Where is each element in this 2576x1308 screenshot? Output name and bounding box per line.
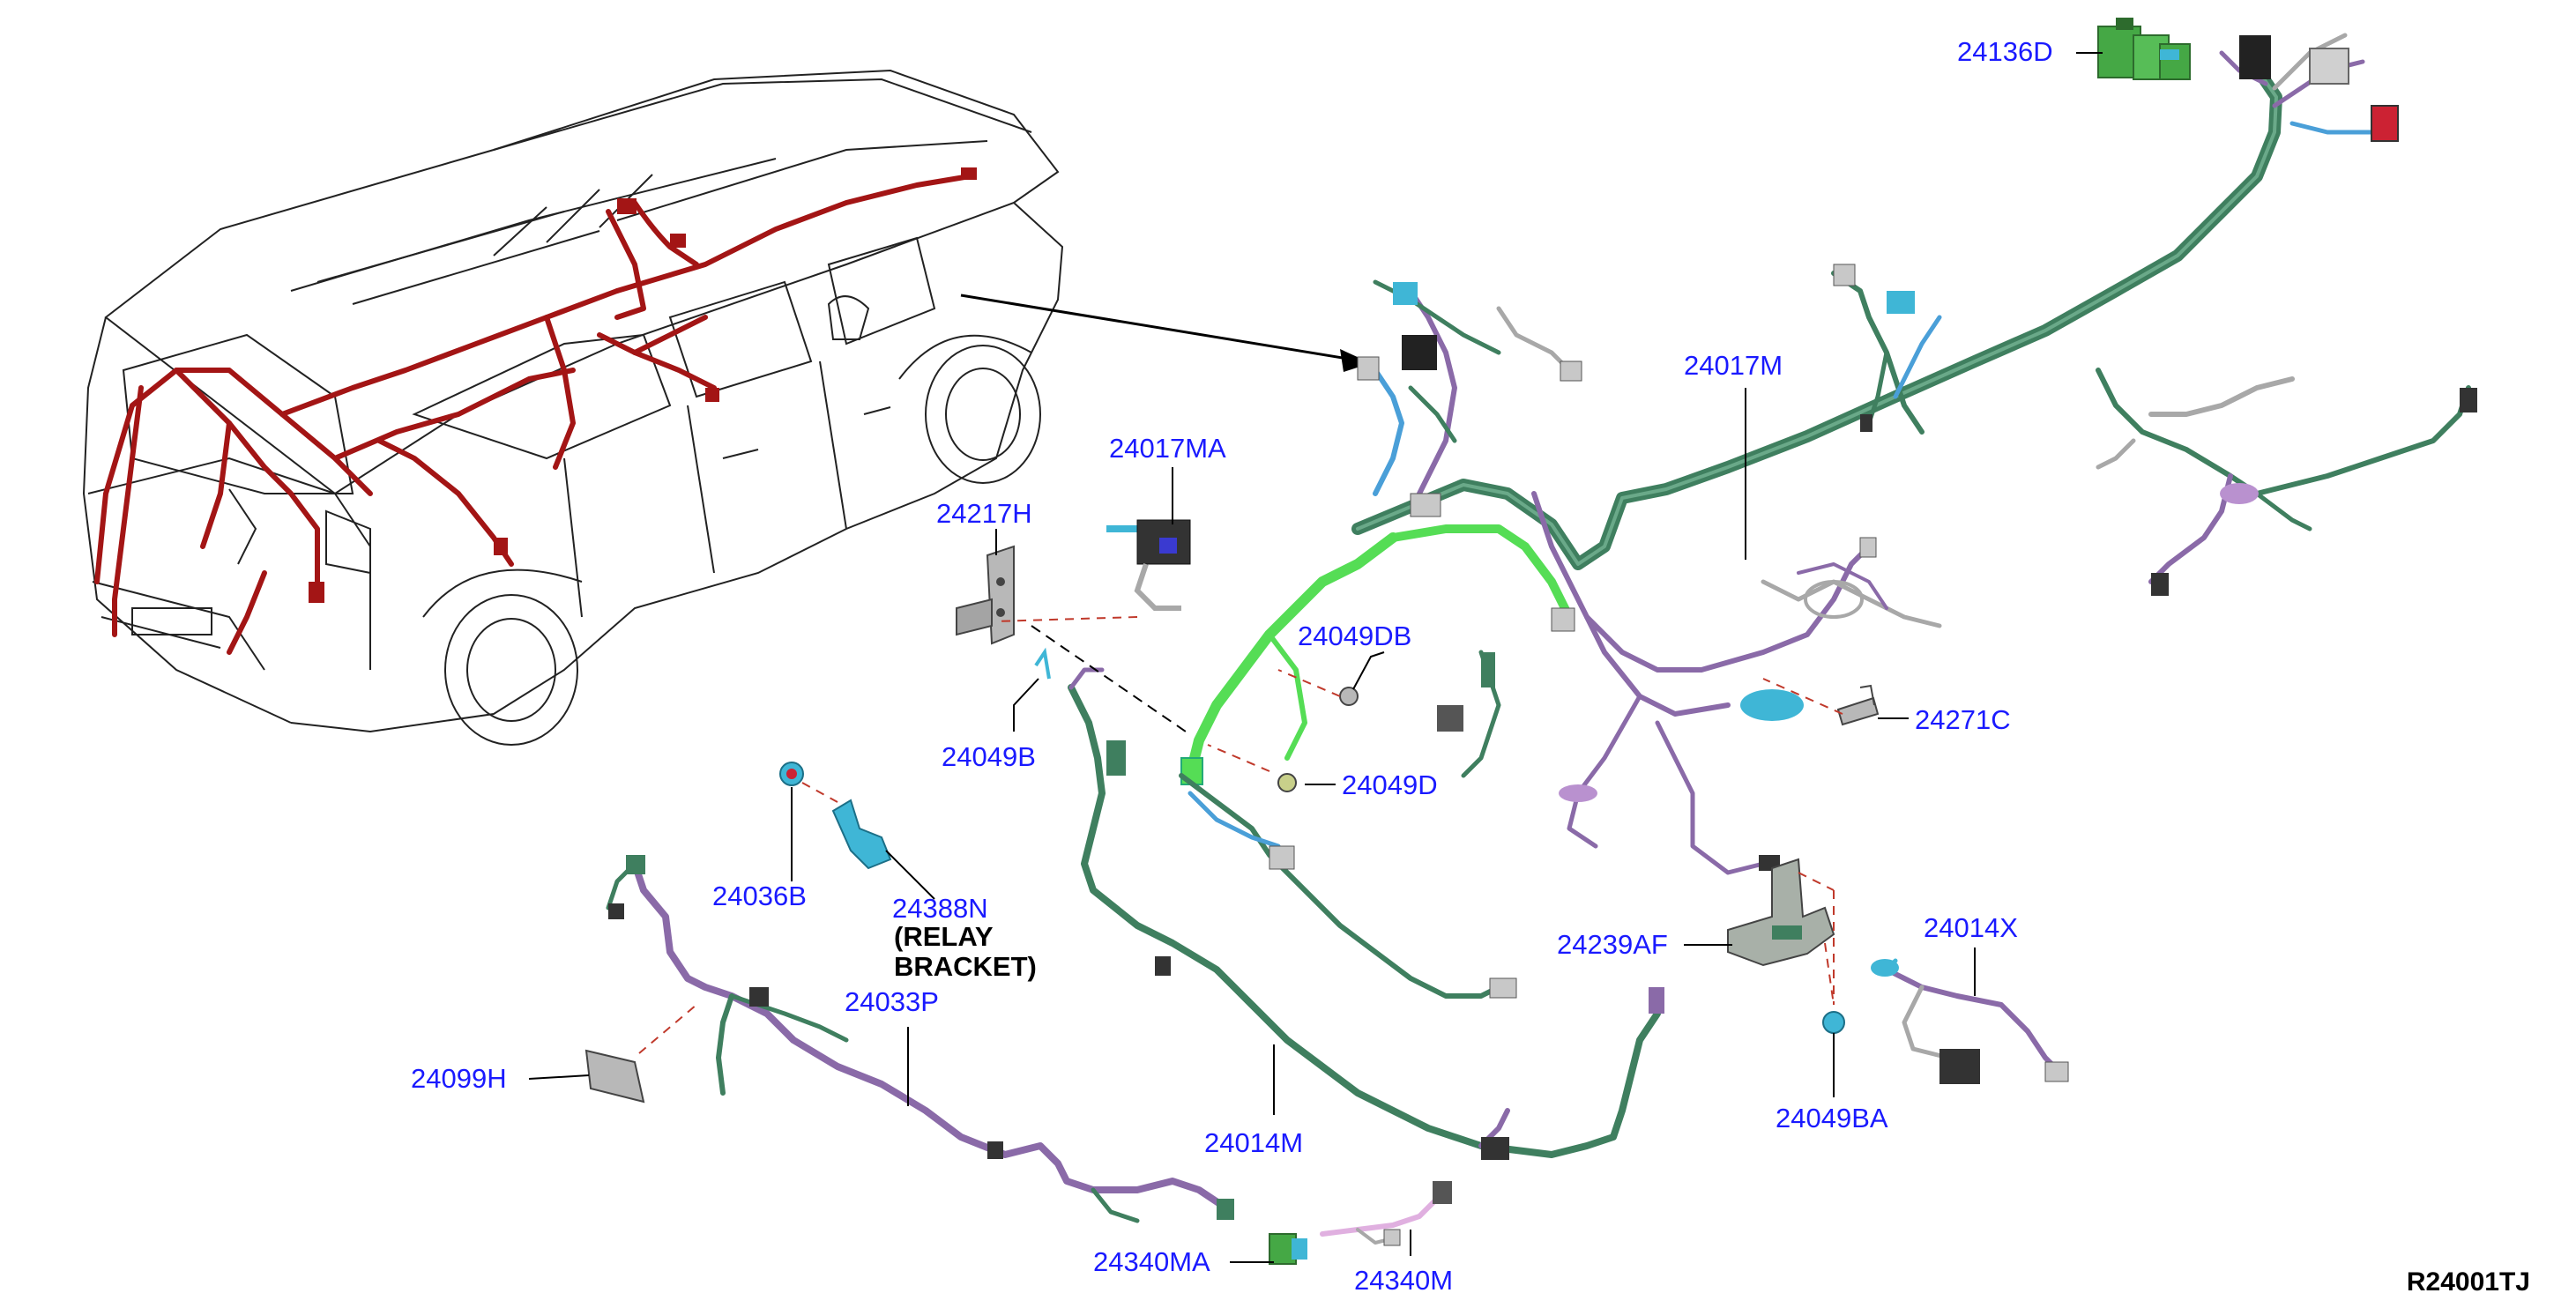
label-24388n-note-line1: (RELAY bbox=[894, 921, 994, 952]
part-24099h-bracket bbox=[584, 1049, 645, 1104]
part-24049b-clip bbox=[1034, 647, 1051, 680]
label-24014m: 24014M bbox=[1204, 1127, 1304, 1158]
part-24036b-relay bbox=[779, 762, 804, 786]
label-24099h: 24099H bbox=[411, 1063, 507, 1094]
main-harness-24017m bbox=[1185, 33, 2471, 875]
diagram-code: R24001TJ bbox=[2406, 1267, 2530, 1297]
part-24217h-bracket bbox=[956, 545, 1015, 645]
label-24136d: 24136D bbox=[1957, 36, 2053, 67]
part-24239af-bracket bbox=[1727, 858, 1835, 967]
label-24340ma: 24340MA bbox=[1093, 1246, 1210, 1277]
main-harness-connectors bbox=[1180, 35, 2477, 871]
label-24340m: 24340M bbox=[1354, 1265, 1454, 1296]
vehicle-wiring-connectors bbox=[309, 167, 977, 603]
part-24136d-relay-block bbox=[2097, 18, 2191, 80]
label-24388n: 24388N bbox=[892, 893, 988, 924]
label-24014x: 24014X bbox=[1924, 912, 2018, 943]
part-24049ba-nut bbox=[1822, 1011, 1845, 1034]
label-24049d: 24049D bbox=[1342, 769, 1438, 800]
part-24340m-connectors bbox=[1383, 1181, 1452, 1246]
part-24033p-connectors bbox=[608, 855, 1234, 1220]
label-24049ba: 24049BA bbox=[1776, 1103, 1888, 1133]
part-24014m-harness bbox=[1068, 667, 1661, 1158]
label-24017m: 24017M bbox=[1684, 350, 1783, 381]
label-24217h: 24217H bbox=[936, 498, 1032, 529]
label-24049b: 24049B bbox=[942, 741, 1036, 772]
part-24014m-connectors bbox=[1106, 740, 1664, 1160]
part-24388n-relay-bracket bbox=[831, 799, 892, 870]
label-24239af: 24239AF bbox=[1557, 929, 1668, 960]
label-24049db: 24049DB bbox=[1298, 621, 1412, 651]
leader-lines bbox=[528, 52, 2103, 1263]
part-24271c-bracket bbox=[1836, 684, 1880, 726]
label-24017ma: 24017MA bbox=[1109, 433, 1226, 464]
part-24014x-connectors bbox=[1871, 959, 2069, 1084]
label-24033p: 24033P bbox=[845, 986, 939, 1017]
part-24340ma-relay bbox=[1269, 1233, 1307, 1265]
part-24049d-nut bbox=[1277, 773, 1297, 792]
dashed-reference-lines bbox=[638, 616, 1843, 1054]
label-24271c: 24271C bbox=[1915, 704, 2011, 735]
label-24388n-note-line2: BRACKET) bbox=[894, 951, 1037, 982]
location-arrow bbox=[960, 294, 1371, 372]
label-24036b: 24036B bbox=[712, 881, 807, 911]
part-24017ma-module bbox=[1106, 519, 1191, 611]
vehicle-wiring-overlay bbox=[94, 174, 972, 655]
part-24049db-nut bbox=[1339, 687, 1359, 706]
vehicle-outline bbox=[82, 69, 1064, 746]
